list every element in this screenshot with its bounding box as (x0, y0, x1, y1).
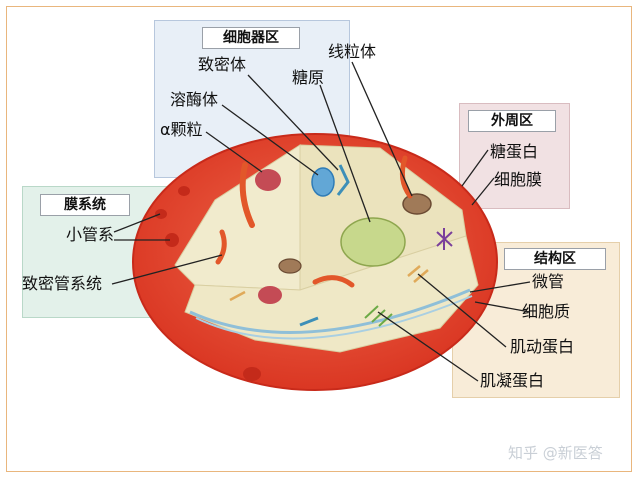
label-cell-membrane: 细胞膜 (494, 170, 543, 189)
alpha-granule-floor (258, 286, 282, 304)
leader-microtubule (469, 281, 531, 293)
cutaway-floor (184, 235, 479, 353)
dense-tubular-segment (239, 162, 255, 228)
label-mitochondria: 线粒体 (328, 42, 377, 61)
leader-mitochondria (351, 61, 413, 197)
glycogen-cluster (340, 217, 406, 267)
dense-tubular-segment-4 (215, 229, 227, 265)
label-glycogen: 糖原 (292, 68, 325, 87)
label-glycoprotein: 糖蛋白 (490, 142, 539, 161)
label-myosin: 肌凝蛋白 (480, 371, 545, 390)
leader-dense-body (247, 74, 339, 171)
label-alpha-granule: α颗粒 (160, 120, 203, 139)
leader-canalicular-1 (113, 213, 161, 233)
label-actin: 肌动蛋白 (510, 337, 575, 356)
leader-glycoprotein (461, 149, 489, 187)
leader-myosin (377, 311, 479, 382)
leader-cytoplasm (474, 301, 531, 313)
leader-glycogen (319, 84, 371, 223)
label-lysosome: 溶酶体 (170, 90, 219, 109)
mitochondrion-floor (278, 258, 302, 274)
label-canalicular-system: 小管系 (66, 225, 115, 244)
open-canalicular-pore-3 (165, 233, 179, 247)
label-dense-tubular-system: 致密管系统 (22, 274, 103, 293)
image-frame (6, 6, 632, 472)
open-canalicular-pore-2 (155, 209, 167, 219)
open-canalicular-pore-4 (243, 367, 261, 381)
label-dense-body: 致密体 (198, 55, 247, 74)
alpha-granule (255, 169, 281, 191)
dense-tubular-segment-2 (399, 155, 413, 199)
organelle-zone-title: 细胞器区 (202, 27, 300, 49)
structural-zone-title: 结构区 (504, 248, 606, 270)
mitochondrion (402, 193, 432, 215)
star-body (436, 228, 453, 250)
label-cytoplasm: 细胞质 (522, 302, 571, 321)
leader-alpha-granule (205, 131, 263, 173)
leader-cell-membrane (471, 177, 495, 206)
membrane-system-title: 膜系统 (40, 194, 130, 216)
open-canalicular-pore (178, 186, 190, 196)
leader-dense-tubular (111, 254, 223, 285)
dense-tubular-segment-3 (312, 275, 355, 288)
actin-filaments (364, 305, 393, 327)
peripheral-zone-title: 外周区 (468, 110, 556, 132)
dense-body (336, 164, 350, 196)
watermark: 知乎 @新医答 (508, 444, 603, 462)
microtubule-band (189, 288, 471, 334)
label-microtubule: 微管 (532, 272, 565, 291)
lysosome (311, 167, 335, 197)
dense-body-2 (299, 316, 319, 327)
leader-actin (417, 273, 507, 348)
leader-lysosome (221, 104, 319, 176)
